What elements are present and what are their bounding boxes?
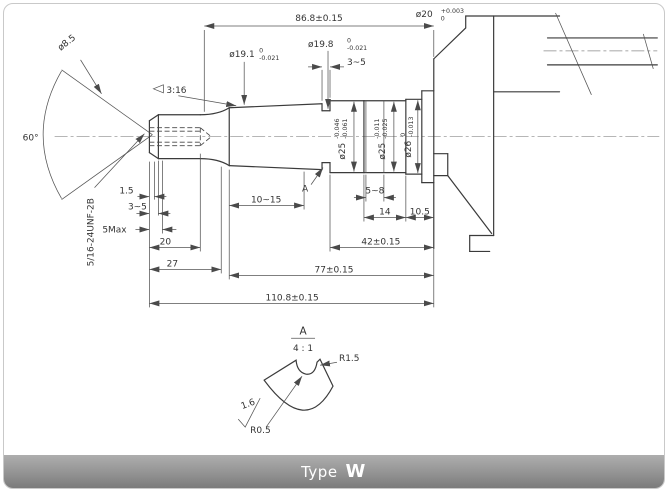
thread-hole-hidden-lines [149, 127, 212, 147]
dim-dia25b-tol-lo: -0.025 [382, 118, 389, 138]
dim-77: 77±0.15 [315, 265, 354, 275]
dim-dia25a-tol-hi: -0.046 [334, 118, 341, 138]
dim-dia20-tol-lo: 0 [441, 15, 445, 22]
dim-10-15: 10~15 [251, 196, 281, 206]
detail-r1-5: R1.5 [339, 354, 359, 364]
surface-roughness-icon [237, 397, 261, 428]
thread-callout-group: 5/16-24UNF-2B [87, 198, 97, 266]
thread-callout: 5/16-24UNF-2B [87, 198, 97, 266]
dim-dia25a: ø25 [338, 143, 348, 160]
dim-42: 42±0.15 [361, 237, 400, 247]
dim-dia19-1-tol-hi: 0 [259, 47, 263, 54]
dim-dia19-1-tol-lo: -0.021 [259, 55, 279, 62]
dim-3-5-top: 3~5 [347, 58, 366, 68]
detail-roughness-group: 1.6 [240, 398, 257, 412]
taper-symbol-icon [152, 84, 164, 94]
dim-5max: 5Max [102, 225, 127, 235]
dim-taper-ratio: 3:16 [166, 86, 186, 96]
detail-groove-profile [263, 358, 334, 411]
dim-1-5: 1.5 [119, 187, 133, 197]
dim-dia26: ø26 [404, 140, 414, 157]
center-angle-indicator [42, 69, 153, 200]
type-bar: Type W [4, 455, 664, 488]
dimension-lines [80, 22, 434, 307]
type-label: Type [301, 462, 338, 481]
dim-dia19-1: ø19.1 [229, 50, 254, 60]
dim-20: 20 [160, 237, 172, 247]
dim-dia25a-tol-lo: -0.061 [342, 118, 349, 138]
shaft-engineering-drawing: 86.8±0.15 ø20 +0.003 0 ø19.8 0 -0.021 3~… [23, 8, 660, 436]
centerline [54, 50, 660, 138]
detail-label: A [299, 325, 307, 337]
shaft-body-outline [228, 90, 435, 184]
shaft-stub-outline [148, 107, 230, 167]
crankcase-outline [433, 12, 658, 253]
dim-10-5: 10.5 [410, 208, 430, 218]
dim-dia26-tol-lo: -0.013 [408, 116, 415, 136]
dim-dia19-8-tol-lo: -0.021 [347, 45, 367, 52]
dim-dia20: ø20 [416, 10, 433, 20]
detail-roughness-value: 1.6 [240, 398, 257, 412]
dim-dia19-8: ø19.8 [308, 40, 334, 50]
dim-dia25b: ø25 [378, 143, 388, 160]
dim-dia25b-group: ø25 -0.011 -0.025 [374, 118, 389, 159]
dim-86-8: 86.8±0.15 [295, 14, 342, 24]
dim-27: 27 [167, 259, 178, 269]
dim-5-8: 5~8 [365, 187, 384, 197]
dim-dia8-5: ø8.5 [56, 33, 78, 53]
detail-r0-5: R0.5 [250, 426, 270, 436]
detail-scale: 4 : 1 [293, 344, 313, 354]
dim-110-8: 110.8±0.15 [266, 293, 319, 303]
dimension-labels: 86.8±0.15 ø20 +0.003 0 ø19.8 0 -0.021 3~… [23, 8, 464, 303]
section-a-label: A [302, 185, 309, 195]
type-value: W [345, 461, 367, 482]
dim-angle-60: 60° [23, 134, 39, 144]
drawing-frame: 86.8±0.15 ø20 +0.003 0 ø19.8 0 -0.021 3~… [3, 3, 665, 489]
dim-dia26-group: ø26 0 -0.013 [400, 116, 415, 157]
dim-dia19-8-tol-hi: 0 [347, 37, 351, 44]
dim-dia25a-group: ø25 -0.046 -0.061 [334, 118, 349, 159]
dim-dia20-tol-hi: +0.003 [441, 8, 464, 15]
dim-3-5-left: 3~5 [128, 203, 147, 213]
dim-14: 14 [379, 208, 391, 218]
dim-dia26-tol-hi: 0 [400, 133, 407, 137]
dim-dia25b-tol-hi: -0.011 [374, 118, 381, 138]
detail-view-a: A 4 : 1 R1.5 1.6 R0.5 [237, 325, 359, 436]
dim-dia8-5-group: ø8.5 [56, 33, 78, 53]
